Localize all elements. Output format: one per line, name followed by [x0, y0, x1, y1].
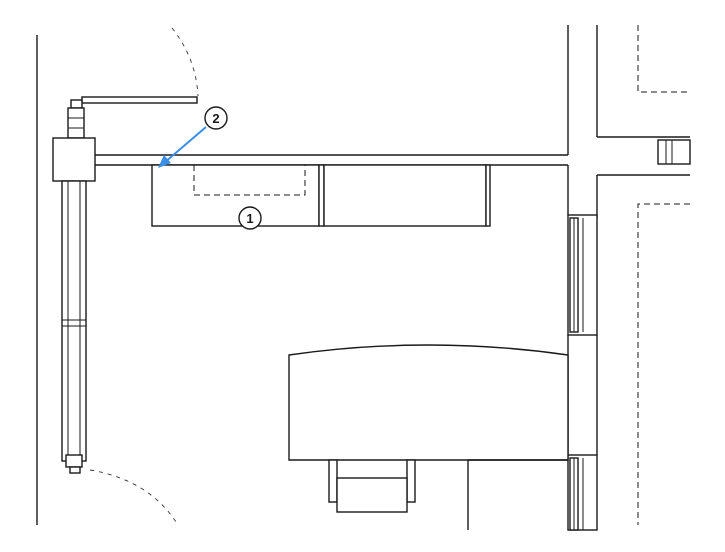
window-upper-right	[567, 214, 598, 336]
cabinet-right	[323, 164, 487, 227]
cabinet-dashed-outline	[193, 165, 306, 196]
door-swing-arc-top	[171, 27, 199, 97]
corridor-door	[657, 139, 691, 165]
callout-1-label: 1	[246, 211, 253, 226]
desk-top	[288, 344, 569, 461]
wall-cabinets	[151, 164, 491, 227]
door-leaf-top	[81, 96, 198, 104]
chair	[328, 459, 416, 513]
dashed-outline-upper-right	[637, 25, 690, 93]
callout-2-label: 2	[212, 111, 219, 126]
sliding-door-panel	[61, 180, 87, 462]
door-jamb-block	[52, 137, 96, 182]
leader-arrow	[158, 126, 207, 168]
corridor-wall-right	[597, 136, 691, 176]
desk-workstation	[288, 344, 569, 530]
dashed-outline-lower-right	[637, 203, 690, 525]
callout-2: 2	[204, 106, 228, 130]
door-swing-arc-bottom	[89, 469, 179, 526]
window-lower-right	[567, 454, 598, 531]
callout-1: 1	[238, 206, 262, 230]
door-frame-assembly	[52, 99, 96, 474]
